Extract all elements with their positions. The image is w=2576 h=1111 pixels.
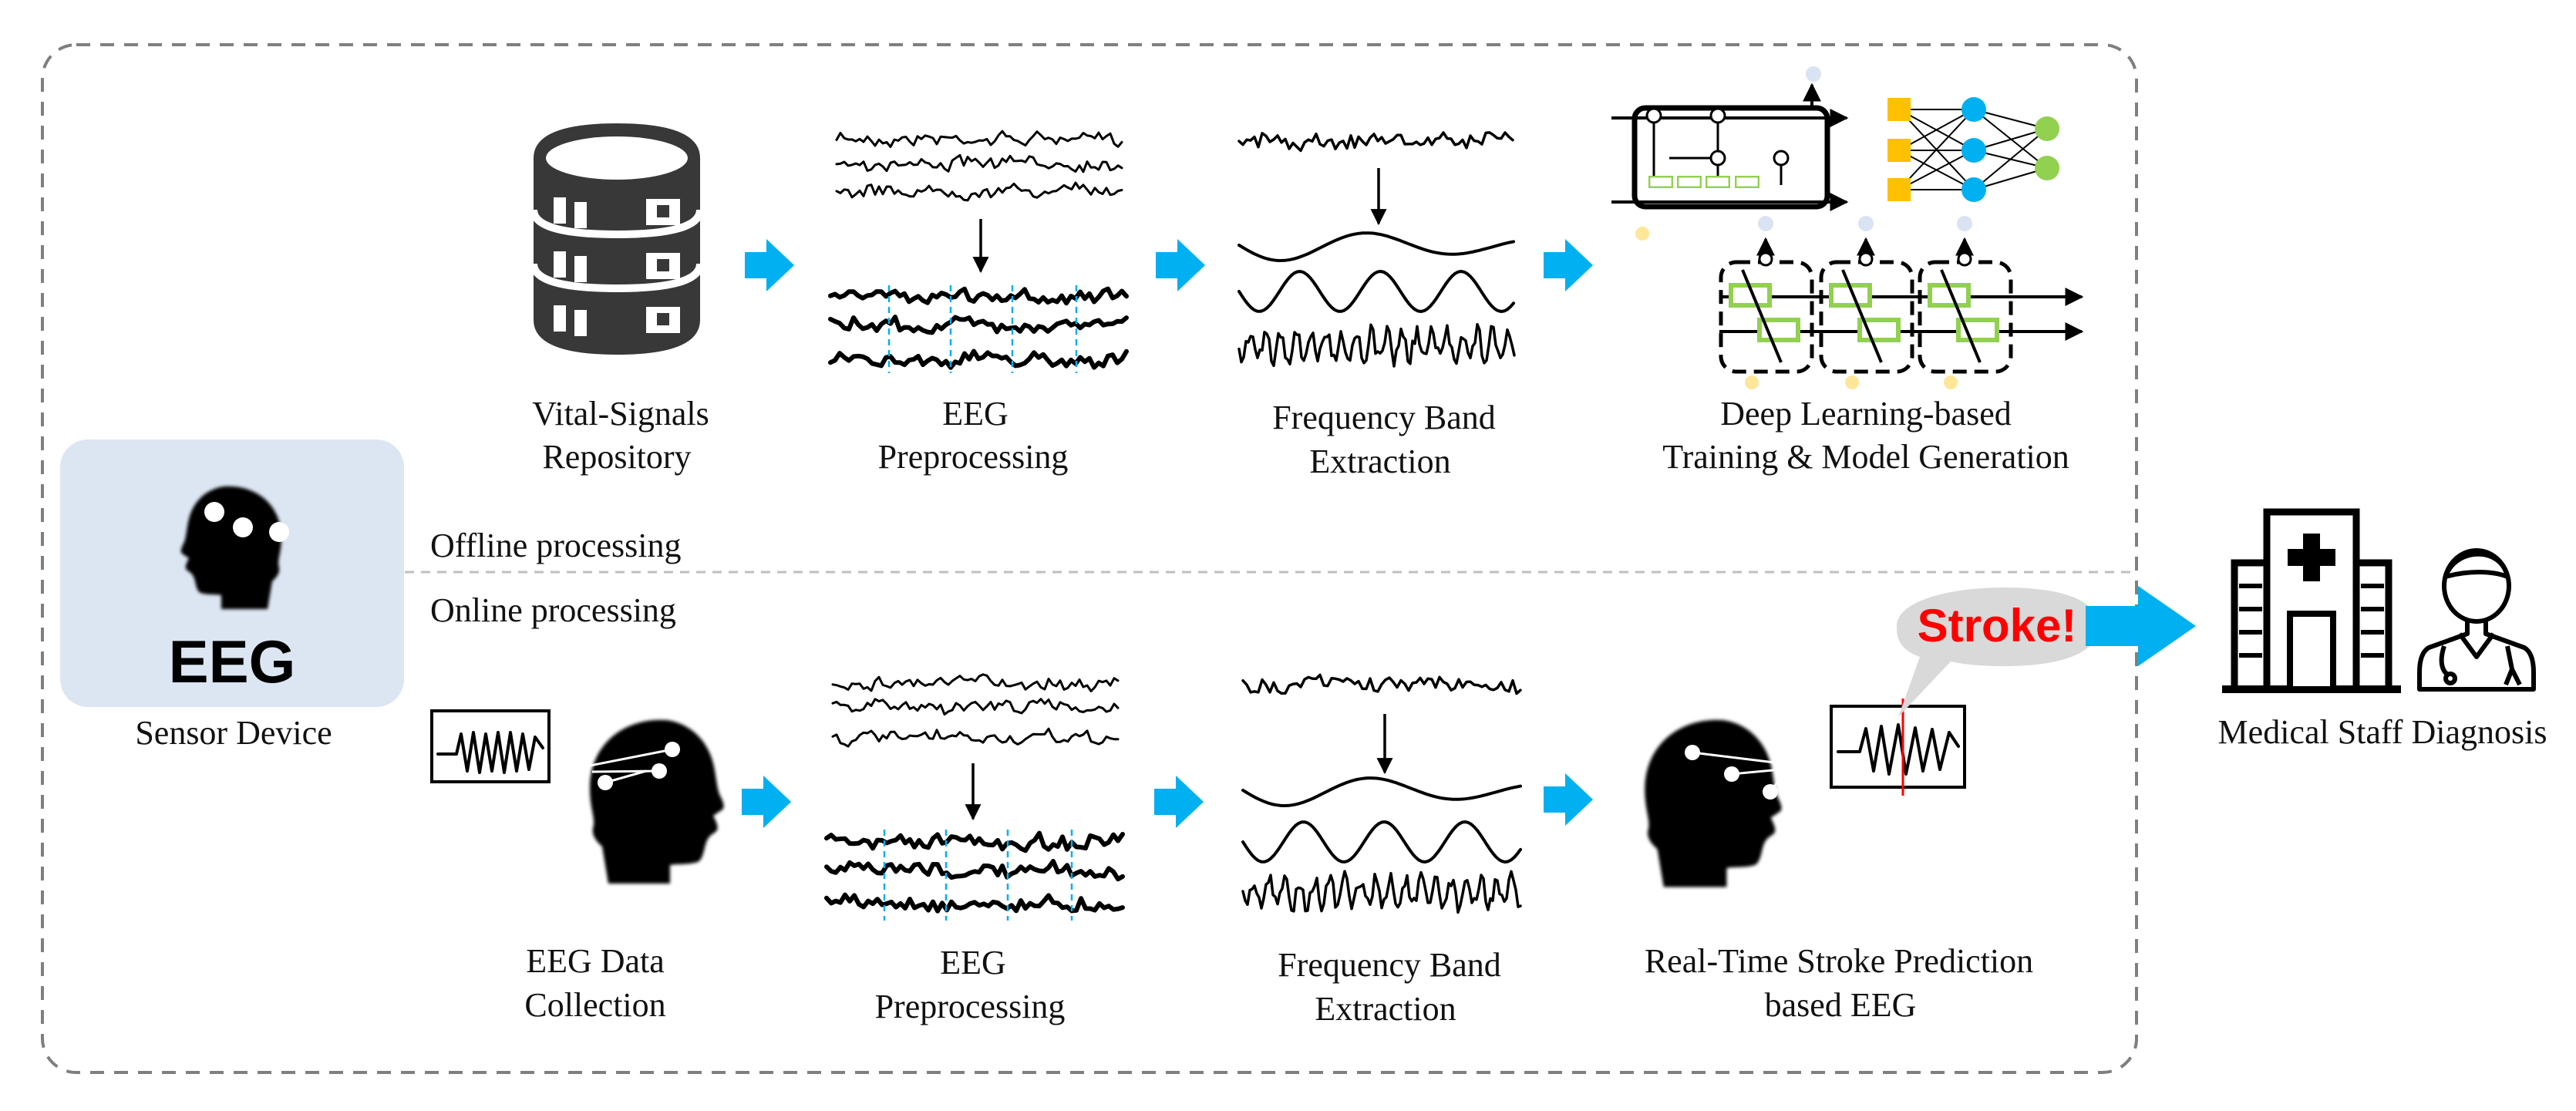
offline-step-3-label-line1: Frequency Band (1272, 399, 1496, 436)
online-step-2-label-line1: EEG (940, 944, 1006, 981)
signal-trace (831, 673, 1120, 692)
lstm-input-node (1845, 375, 1859, 389)
stroke-alert-bubble: Stroke! (1897, 587, 2099, 717)
lstm-input-node (1745, 375, 1759, 389)
pipeline-border (41, 43, 2138, 1074)
lstm-output-node (1957, 216, 1972, 231)
online-step-1-label-line2: Collection (524, 986, 665, 1024)
signal-trace (824, 892, 1125, 914)
lstm-output-node (1758, 216, 1773, 231)
online-step-4-label-line1: Real-Time Stroke Prediction (1645, 942, 2033, 980)
signal-trace (1237, 322, 1516, 368)
signal-trace (835, 130, 1123, 148)
sensor-caption: Sensor Device (135, 714, 332, 752)
diagnosis-label: Medical Staff Diagnosis (2218, 713, 2547, 751)
online-step-1-label-line1: EEG Data (526, 942, 665, 980)
lstm-cell (1819, 260, 1914, 374)
signal-trace (1241, 673, 1522, 695)
hospital-icon (2222, 508, 2401, 693)
eeg-preprocessing-icon (828, 130, 1129, 373)
signal-trace (835, 153, 1123, 173)
offline-step-3-label-line2: Extraction (1309, 443, 1450, 480)
online-step-3-label-line1: Frequency Band (1278, 946, 1501, 984)
signal-trace (831, 727, 1120, 748)
signal-trace (824, 859, 1125, 882)
frequency-band-icon (1241, 673, 1522, 914)
online-processing-label: Online processing (430, 591, 676, 629)
sensor-device: EEG (60, 439, 404, 707)
lstm-output-node (1858, 216, 1874, 231)
lstm-input-node (1944, 375, 1958, 389)
lstm-chain-icon (1719, 216, 2084, 389)
lstm-node (1858, 251, 1874, 267)
offline-step-1-label-line2: Repository (542, 438, 691, 476)
lstm-gate (1956, 318, 1999, 342)
signal-trace (828, 286, 1129, 306)
lstm-node (1758, 251, 1773, 267)
online-step-4-label-line2: based EEG (1765, 986, 1917, 1024)
signal-trace (828, 348, 1129, 370)
flow-arrow-icon (1154, 776, 1204, 828)
offline-step-4-label-line1: Deep Learning-based (1720, 395, 2011, 433)
lstm-link (1940, 269, 1982, 363)
flow-arrow-icon (745, 239, 794, 291)
signal-trace (1241, 870, 1522, 914)
flow-arrow-icon (742, 776, 791, 828)
offline-step-2-label-line2: Preprocessing (878, 438, 1069, 476)
offline-step-2-label-line1: EEG (942, 395, 1009, 433)
signal-trace (824, 830, 1125, 853)
neural-network-icon (1887, 97, 2059, 202)
signal-trace (1237, 131, 1514, 153)
signal-trace (831, 698, 1120, 716)
lstm-gate (1757, 318, 1800, 342)
signal-trace (1241, 776, 1522, 807)
frequency-band-icon (1237, 131, 1516, 368)
eeg-preprocessing-icon (824, 673, 1125, 921)
signal-trace (1237, 231, 1515, 262)
diagnosis-arrow-icon (2086, 586, 2196, 666)
lstm-node (1957, 251, 1972, 267)
lstm-cell (1918, 260, 2013, 374)
online-step-2-label-line2: Preprocessing (875, 988, 1066, 1025)
flow-arrow-icon (1544, 773, 1593, 826)
flow-arrow-icon (1544, 239, 1593, 291)
database-icon (530, 123, 704, 355)
signal-trace (828, 315, 1129, 335)
signal-trace (835, 181, 1123, 202)
sensor-eeg-label: EEG (169, 628, 296, 695)
eeg-collection-icon (430, 709, 724, 884)
signal-trace (1241, 820, 1522, 864)
doctor-icon (2417, 548, 2536, 692)
offline-processing-label: Offline processing (430, 527, 681, 564)
offline-step-1-label-line1: Vital-Signals (532, 395, 709, 433)
lstm-link (1841, 269, 1883, 363)
signal-trace (1237, 270, 1515, 313)
deep-learning-icon (1611, 66, 2084, 389)
offline-step-4-label-line2: Training & Model Generation (1662, 438, 2069, 476)
lstm-cell (1719, 260, 1814, 374)
stroke-prediction-icon (1645, 699, 1966, 887)
lstm-link (1741, 269, 1783, 363)
online-step-3-label-line2: Extraction (1315, 990, 1456, 1028)
stroke-alert-text: Stroke! (1918, 600, 2077, 651)
flow-arrow-icon (1156, 239, 1205, 291)
